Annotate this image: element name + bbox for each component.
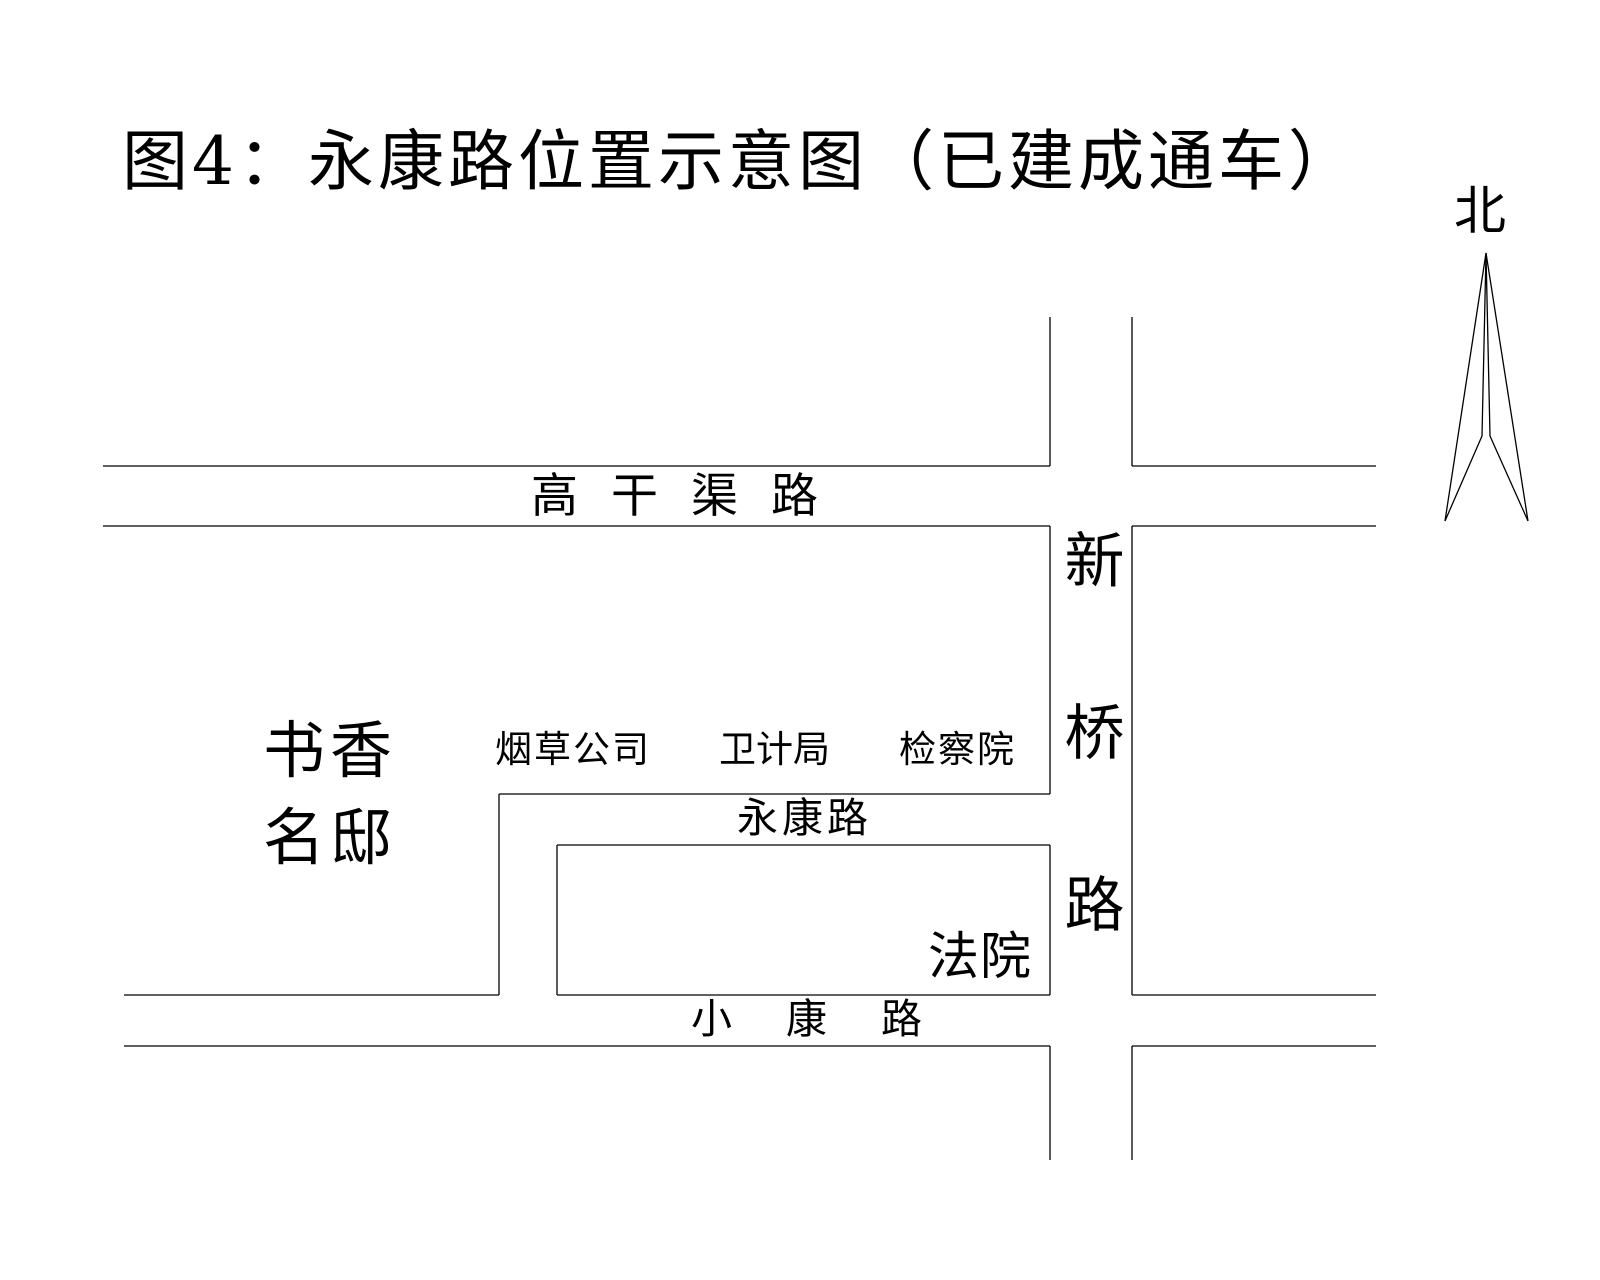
map-title: 图4：永康路位置示意图（已建成通车） <box>122 123 1358 200</box>
gaoganqu-road-label: 高干渠路 <box>531 469 851 524</box>
xinqiao-road-label: 新桥路 <box>1054 529 1124 1045</box>
xiaokang-road <box>124 994 1376 1047</box>
xinqiao-road <box>1049 317 1133 1160</box>
xiaokang-road-label: 小康路 <box>691 995 976 1043</box>
court-label: 法院 <box>928 928 1033 987</box>
yongkang-road-label: 永康路 <box>737 794 872 842</box>
procuratorate-label: 检察院 <box>899 728 1016 771</box>
gaoganqu-road <box>103 465 1376 527</box>
north-label: 北 <box>1454 182 1507 242</box>
tobacco-company-label: 烟草公司 <box>495 728 651 771</box>
health-bureau-label: 卫计局 <box>719 728 830 771</box>
yongkang-road <box>498 793 1050 995</box>
shuxiang-mingdi-label-line-2: 名邸 <box>263 801 398 874</box>
north-arrow-inner-edge <box>1444 252 1529 522</box>
north-arrow-icon <box>1444 252 1529 522</box>
shuxiang-mingdi-label-line-1: 书香 <box>263 714 398 787</box>
